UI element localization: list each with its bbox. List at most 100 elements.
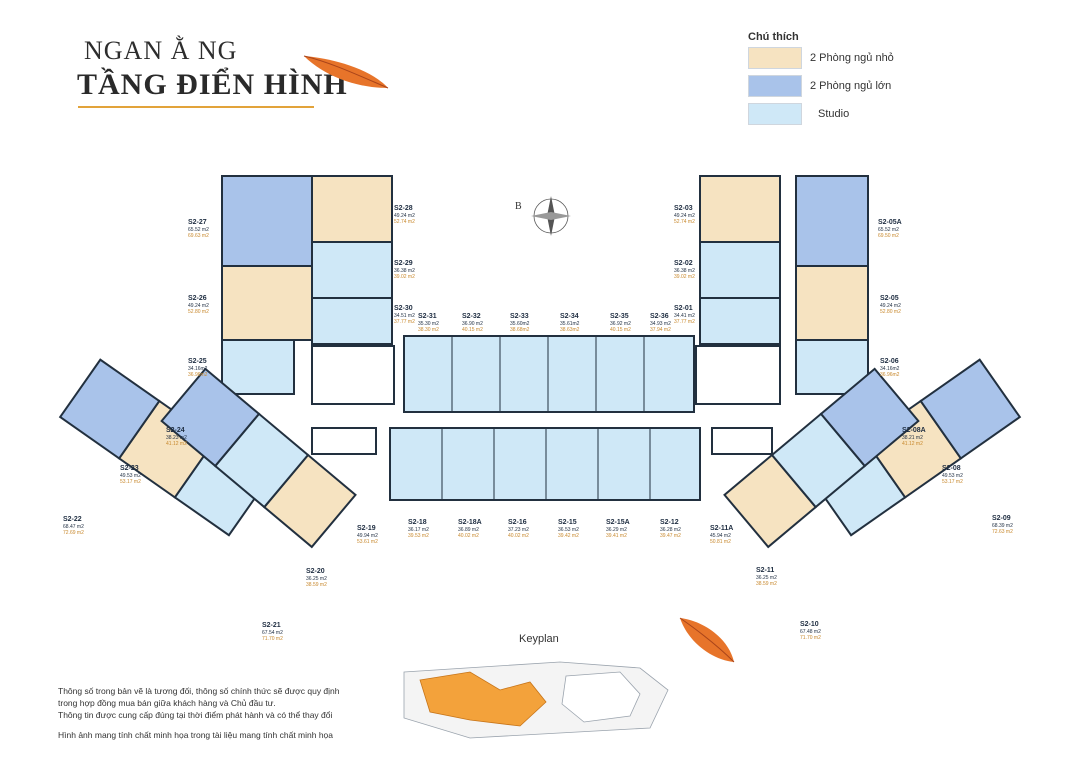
left-wing-lower [160,367,357,549]
svg-text:S2-03: S2-03 [674,205,693,212]
legend-item-small-2br [748,47,802,69]
svg-text:49.53 m2: 49.53 m2 [120,473,141,479]
left-tower [221,175,395,405]
svg-text:S2-15: S2-15 [558,519,577,526]
keyplan-map [403,661,669,739]
svg-text:53.61 m2: 53.61 m2 [357,539,378,545]
svg-text:36.29 m2: 36.29 m2 [606,527,627,533]
svg-text:S2-34: S2-34 [560,313,579,320]
svg-text:40.02 m2: 40.02 m2 [508,533,529,539]
svg-text:72.69 m2: 72.69 m2 [63,530,84,536]
svg-text:S2-21: S2-21 [262,622,281,629]
svg-text:50.81 m2: 50.81 m2 [710,539,731,545]
svg-text:40.15 m2: 40.15 m2 [462,327,483,333]
svg-text:38.59 m2: 38.59 m2 [756,581,777,587]
svg-text:S2-19: S2-19 [357,525,376,532]
leaf-icon [303,55,389,89]
svg-text:39.02 m2: 39.02 m2 [394,274,415,280]
note-line-2: trong hợp đồng mua bán giữa khách hàng v… [58,698,276,708]
note-line-3: Thông tin được cung cấp đúng tại thời đi… [58,710,333,720]
svg-text:38.21 m2: 38.21 m2 [902,435,923,441]
plan-subtitle: NGAN Ằ NG [84,36,238,65]
svg-text:S2-05: S2-05 [880,295,899,302]
svg-text:71.70 m2: 71.70 m2 [800,635,821,641]
svg-text:S2-26: S2-26 [188,295,207,302]
svg-text:40.02 m2: 40.02 m2 [458,533,479,539]
svg-text:69.50 m2: 69.50 m2 [878,233,899,239]
legend-label: Studio [818,108,850,120]
svg-text:36.90 m2: 36.90 m2 [462,321,483,327]
svg-text:38.23 m2: 38.23 m2 [166,435,187,441]
svg-text:34.16m2: 34.16m2 [880,366,900,372]
svg-text:49.24 m2: 49.24 m2 [394,213,415,219]
svg-text:52.80 m2: 52.80 m2 [880,309,901,315]
svg-text:S2-28: S2-28 [394,205,413,212]
svg-text:49.24 m2: 49.24 m2 [188,303,209,309]
svg-text:S2-36: S2-36 [650,313,669,320]
legend-item-large-2br [748,75,802,97]
svg-text:39.47 m2: 39.47 m2 [660,533,681,539]
svg-text:35.60m2: 35.60m2 [510,321,530,327]
svg-text:41.12 m2: 41.12 m2 [902,441,923,447]
svg-text:S2-01: S2-01 [674,305,693,312]
svg-text:37.77 m2: 37.77 m2 [394,319,415,325]
right-wing-lower [723,367,920,549]
svg-text:S2-35: S2-35 [610,313,629,320]
svg-text:36.53 m2: 36.53 m2 [558,527,579,533]
legend-swatch [748,75,802,97]
svg-text:65.52 m2: 65.52 m2 [188,227,209,233]
leaf-icon [679,617,735,663]
svg-text:S2-11A: S2-11A [710,525,733,532]
svg-text:S2-20: S2-20 [306,568,325,575]
svg-text:S2-09: S2-09 [992,515,1011,522]
legend-label: 2 Phòng ngủ nhỏ [810,52,894,64]
svg-text:34.16m2: 34.16m2 [188,366,208,372]
svg-text:S2-23: S2-23 [120,465,139,472]
right-tower [695,175,869,405]
svg-text:53.17 m2: 53.17 m2 [942,479,963,485]
svg-text:38.59 m2: 38.59 m2 [306,582,327,588]
svg-text:68.39 m2: 68.39 m2 [992,523,1013,529]
svg-text:67.48 m2: 67.48 m2 [800,629,821,635]
svg-text:37.77 m2: 37.77 m2 [674,319,695,325]
svg-text:34.41 m2: 34.41 m2 [674,313,695,319]
svg-text:S2-30: S2-30 [394,305,413,312]
svg-text:S2-16: S2-16 [508,519,527,526]
svg-text:49.94 m2: 49.94 m2 [357,533,378,539]
svg-text:36.28 m2: 36.28 m2 [660,527,681,533]
note-line-1: Thông số trong bản vẽ là tương đối, thôn… [58,686,340,696]
svg-text:36.38 m2: 36.38 m2 [394,268,415,274]
svg-text:36.25 m2: 36.25 m2 [756,575,777,581]
svg-text:67.54 m2: 67.54 m2 [262,630,283,636]
legend-label: 2 Phòng ngủ lớn [810,80,892,92]
svg-text:52.80 m2: 52.80 m2 [188,309,209,315]
svg-text:S2-12: S2-12 [660,519,679,526]
svg-text:S2-15A: S2-15A [606,519,630,526]
svg-text:34.51 m2: 34.51 m2 [394,313,415,319]
svg-text:72.63 m2: 72.63 m2 [992,529,1013,535]
svg-text:36.89 m2: 36.89 m2 [458,527,479,533]
keyplan-label: Keyplan [519,633,559,645]
svg-text:40.15 m2: 40.15 m2 [610,327,631,333]
plan-title: TẦNG ĐIỂN HÌNH [77,68,348,101]
